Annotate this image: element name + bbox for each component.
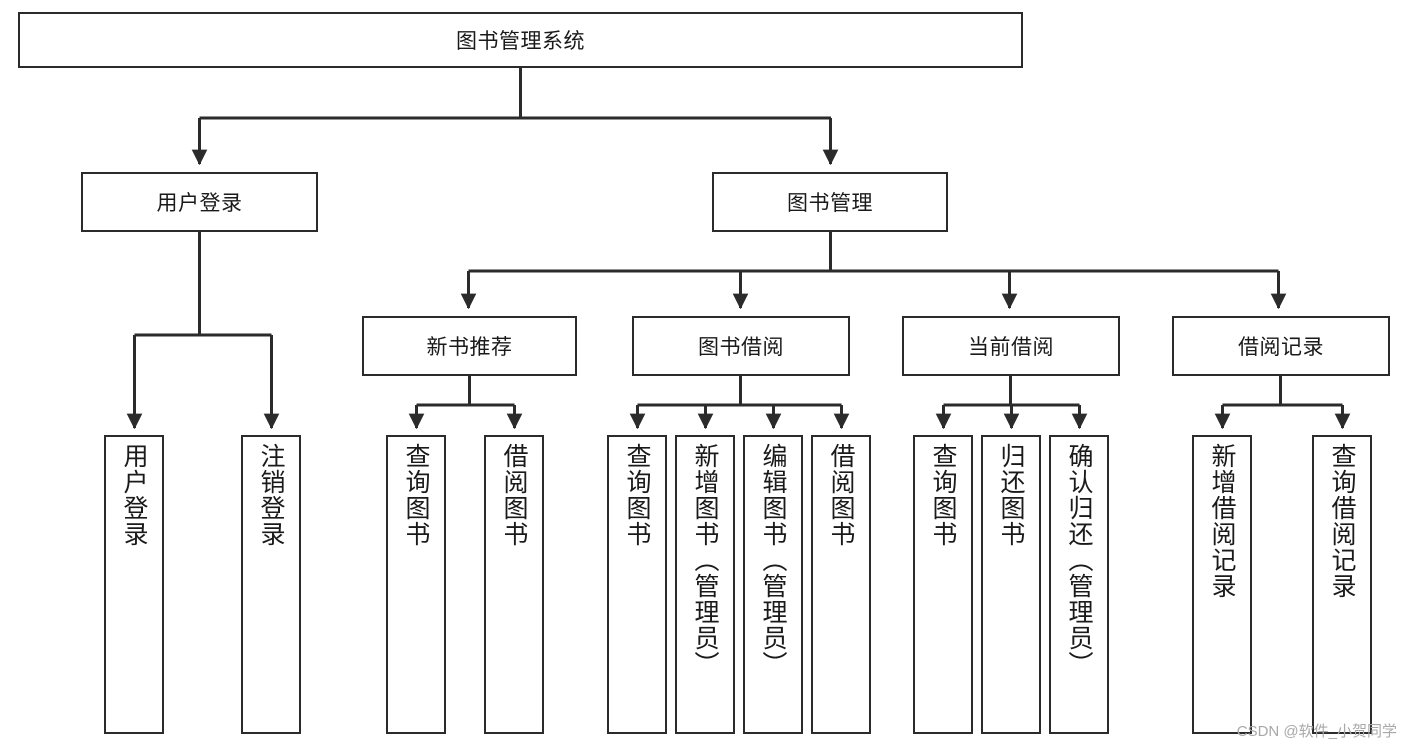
node-borrow-record[interactable]: 借阅记录 <box>1172 316 1390 376</box>
leaf-query-book-recommend-label: 查询图书 <box>402 443 430 547</box>
node-current-borrow[interactable]: 当前借阅 <box>902 316 1120 376</box>
leaf-add-borrow-record[interactable]: 新增借阅记录 <box>1192 435 1252 734</box>
leaf-query-book-current[interactable]: 查询图书 <box>913 435 973 734</box>
node-current-borrow-label: 当前借阅 <box>968 336 1054 359</box>
leaf-query-borrow-record[interactable]: 查询借阅记录 <box>1312 435 1372 734</box>
leaf-query-book-borrow-label: 查询图书 <box>623 443 651 547</box>
node-book-management-label: 图书管理 <box>787 192 873 215</box>
leaf-query-borrow-record-label: 查询借阅记录 <box>1328 443 1356 599</box>
leaf-edit-book-admin[interactable]: 编辑图书（管理员） <box>743 435 803 734</box>
leaf-borrow-book-label: 借阅图书 <box>827 443 855 547</box>
leaf-query-book-current-label: 查询图书 <box>929 443 957 547</box>
node-book-borrow-label: 图书借阅 <box>698 336 784 359</box>
leaf-edit-book-admin-label: 编辑图书（管理员） <box>759 443 787 677</box>
leaf-borrow-book-recommend-label: 借阅图书 <box>500 443 528 547</box>
leaf-logout-label: 注销登录 <box>257 443 285 547</box>
leaf-query-book-borrow[interactable]: 查询图书 <box>607 435 667 734</box>
leaf-add-borrow-record-label: 新增借阅记录 <box>1208 443 1236 599</box>
node-user-login-label: 用户登录 <box>156 192 243 215</box>
node-new-book-recommend[interactable]: 新书推荐 <box>362 316 577 376</box>
node-book-management[interactable]: 图书管理 <box>712 172 948 232</box>
node-root[interactable]: 图书管理系统 <box>18 12 1023 68</box>
leaf-borrow-book-recommend[interactable]: 借阅图书 <box>484 435 544 734</box>
leaf-logout[interactable]: 注销登录 <box>241 435 301 734</box>
leaf-confirm-return-admin-label: 确认归还（管理员） <box>1065 443 1093 677</box>
watermark-text: CSDN @软件_小贺同学 <box>1236 723 1397 740</box>
leaf-add-book-admin-label: 新增图书（管理员） <box>691 443 719 677</box>
leaf-user-login[interactable]: 用户登录 <box>104 435 164 734</box>
leaf-confirm-return-admin[interactable]: 确认归还（管理员） <box>1049 435 1109 734</box>
leaf-add-book-admin[interactable]: 新增图书（管理员） <box>675 435 735 734</box>
node-book-borrow[interactable]: 图书借阅 <box>632 316 850 376</box>
leaf-user-login-label: 用户登录 <box>120 443 148 547</box>
node-root-label: 图书管理系统 <box>456 30 585 53</box>
node-user-login[interactable]: 用户登录 <box>81 172 318 232</box>
node-borrow-record-label: 借阅记录 <box>1238 336 1324 359</box>
leaf-query-book-recommend[interactable]: 查询图书 <box>386 435 446 734</box>
leaf-return-book-label: 归还图书 <box>997 443 1025 547</box>
node-new-book-recommend-label: 新书推荐 <box>426 336 513 359</box>
leaf-borrow-book[interactable]: 借阅图书 <box>811 435 871 734</box>
leaf-return-book[interactable]: 归还图书 <box>981 435 1041 734</box>
